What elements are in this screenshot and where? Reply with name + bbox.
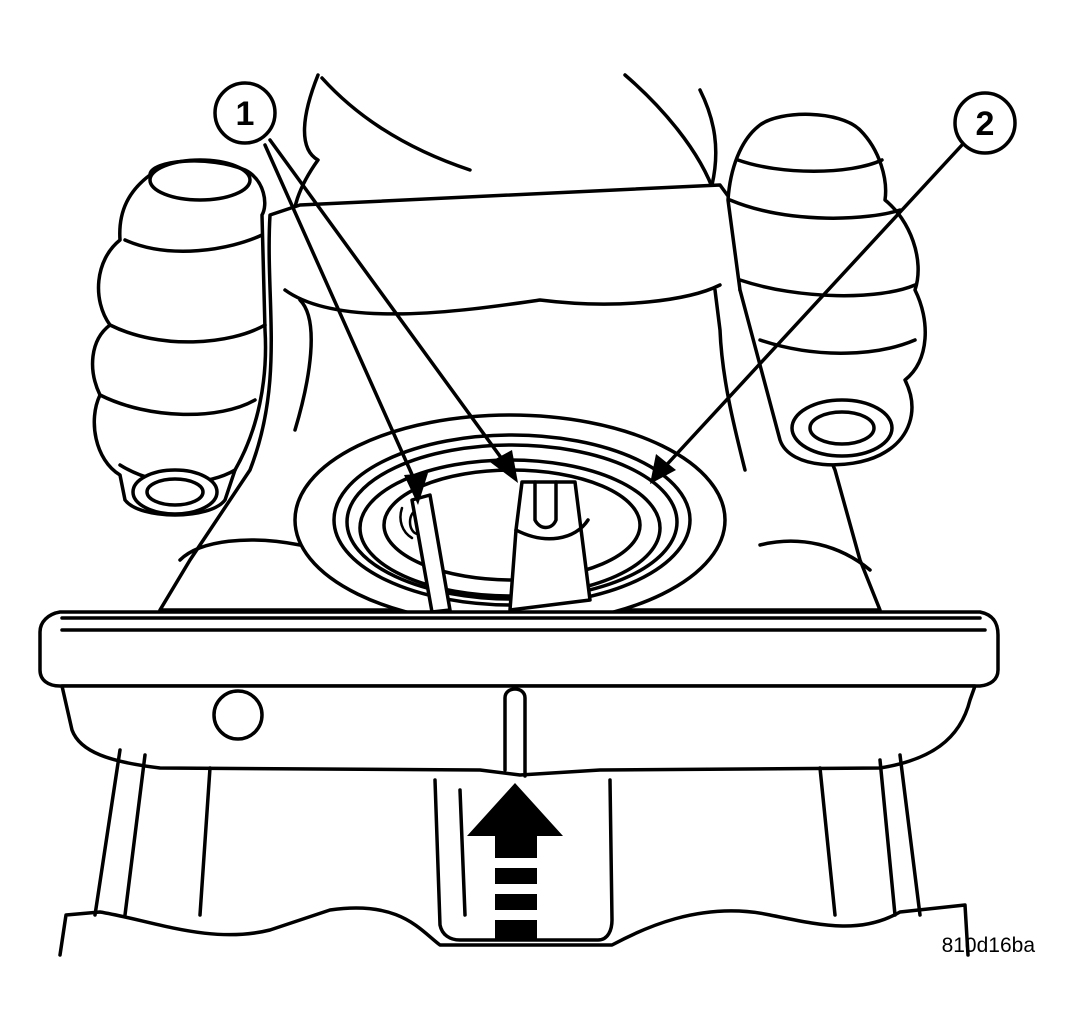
pry-tool: [410, 480, 592, 614]
figure-id: 810d16ba: [942, 934, 1036, 957]
callout-2: 2: [953, 91, 1017, 155]
callout-1: 1: [213, 81, 277, 145]
callout-1-circle: [213, 81, 277, 145]
left-guide-bushing: [90, 158, 268, 517]
callout-2-circle: [953, 91, 1017, 155]
leader-lines: [263, 138, 964, 505]
brake-pad: [38, 610, 1000, 778]
callout-2-label: 2: [976, 105, 995, 143]
direction-arrow: [467, 783, 563, 940]
callout-1-label: 1: [236, 95, 255, 133]
